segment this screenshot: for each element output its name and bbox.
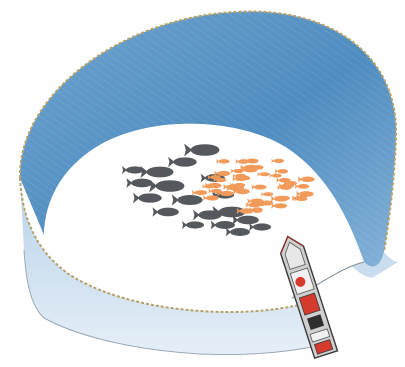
purse-seine-illustration bbox=[0, 0, 405, 367]
